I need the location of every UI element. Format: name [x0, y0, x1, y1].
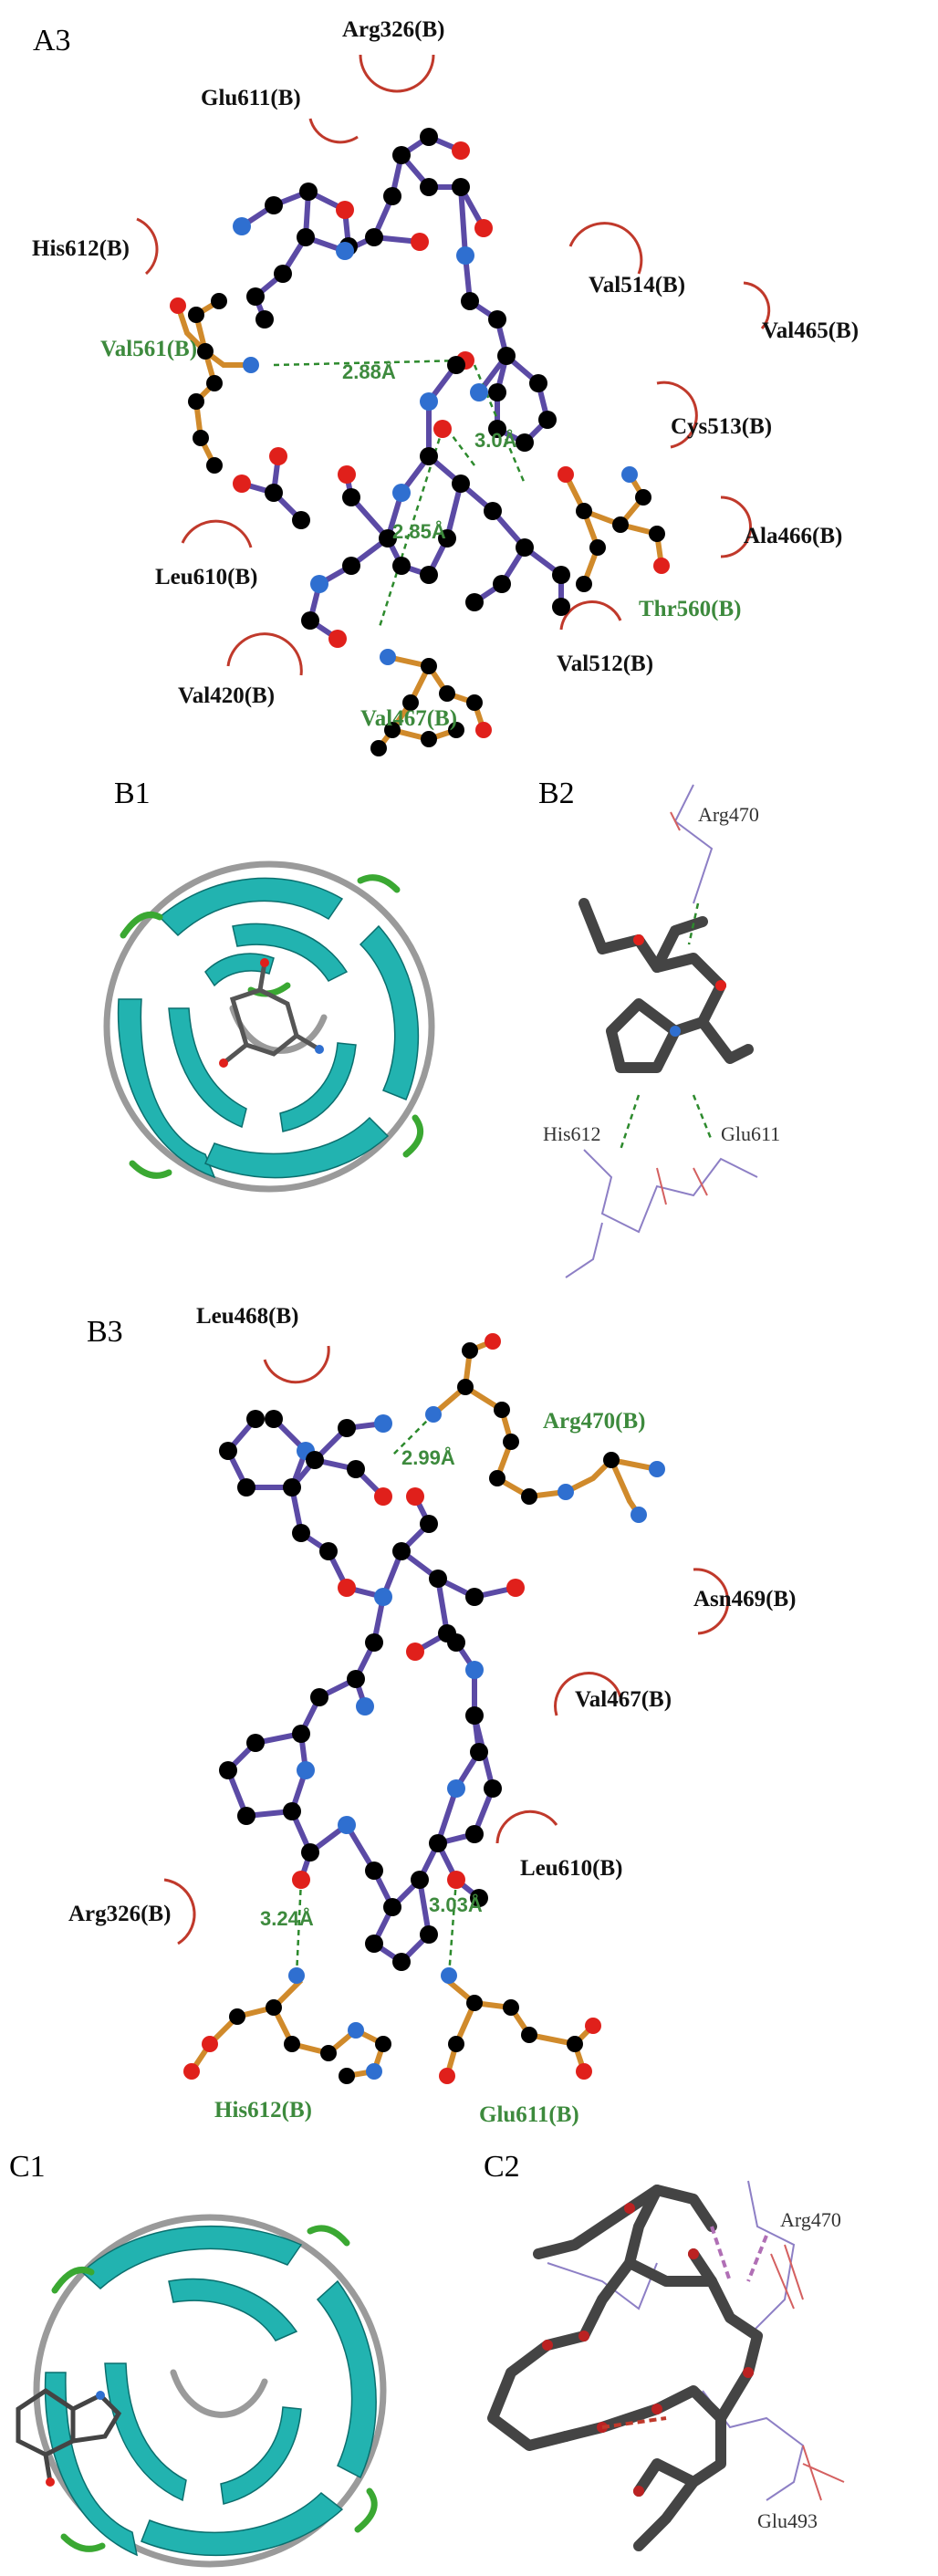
panel-label-c2: C2: [484, 2150, 520, 2184]
c2-hbonds: [601, 2226, 768, 2429]
panel-label-b1: B1: [114, 777, 151, 810]
panel-c1: C1: [9, 2150, 387, 2568]
a3-res-glu611: Glu611(B): [201, 86, 301, 110]
b2-ligand-sticks: [578, 898, 754, 1073]
b1-protein-ribbon: [103, 860, 435, 1193]
a3-res-thr560: Thr560(B): [639, 597, 742, 621]
b2-residue-lines: [565, 784, 758, 1278]
a3-res-val561: Val561(B): [100, 337, 197, 361]
a3-atom-n5: [233, 217, 251, 235]
b3-res-asn469: Asn469(B): [693, 1587, 797, 1611]
a3-res-val420: Val420(B): [178, 683, 275, 708]
b2-label-glu611: Glu611: [721, 1122, 780, 1145]
b2-hbonds: [619, 902, 714, 1151]
panel-label-b2: B2: [538, 777, 575, 810]
b3-res-val467: Val467(B): [575, 1687, 672, 1712]
b3-dist-3-24: 3.24Å: [260, 1906, 314, 1930]
a3-res-ala466: Ala466(B): [744, 524, 842, 548]
panel-b2: B2 Arg470 His612 Glu611: [538, 777, 780, 1278]
panel-b1: B1: [103, 777, 435, 1193]
a3-res-val467: Val467(B): [360, 706, 457, 731]
panel-c2: C2 Arg470 Glu493: [484, 2150, 845, 2551]
a3-dist-2-85: 2.85Å: [392, 519, 446, 543]
c2-atoms: [542, 2203, 754, 2497]
a3-res-val465: Val465(B): [762, 318, 859, 343]
panel-label-b3: B3: [87, 1315, 123, 1349]
a3-res-his612: His612(B): [32, 236, 130, 261]
a3-res-cys513: Cys513(B): [671, 414, 772, 439]
b3-dist-2-99: 2.99Å: [401, 1445, 455, 1469]
c2-label-glu493: Glu493: [757, 2509, 818, 2532]
a3-dist-2-88: 2.88Å: [342, 360, 396, 383]
a3-atoms: [170, 128, 670, 756]
c1-ligand-sticks: [16, 2387, 122, 2487]
a3-res-arg326: Arg326(B): [342, 17, 444, 42]
b3-ligand-bonds: [224, 1416, 516, 1966]
panel-a3: A3: [32, 17, 859, 756]
b3-res-glu611: Glu611(B): [479, 2102, 579, 2127]
panel-b3: B3: [68, 1304, 797, 2127]
b3-hydrophobic-arcs: [163, 1345, 730, 1945]
a3-res-val512: Val512(B): [557, 652, 653, 676]
b1-ligand-sticks: [219, 958, 324, 1068]
a3-res-leu610: Leu610(B): [155, 565, 258, 589]
b3-atoms: [183, 1333, 665, 2084]
b3-res-his612: His612(B): [214, 2098, 312, 2122]
b3-res-arg470: Arg470(B): [543, 1409, 645, 1434]
panel-label-c1: C1: [9, 2150, 46, 2184]
b2-label-his612: His612: [543, 1122, 601, 1145]
b3-res-leu610: Leu610(B): [520, 1856, 623, 1881]
panel-label-a3: A3: [33, 24, 71, 57]
a3-dist-3-0: 3.0Å: [474, 428, 517, 452]
b3-res-leu468: Leu468(B): [196, 1304, 299, 1329]
a3-hydrophobic-arcs: [136, 54, 771, 676]
b3-dist-3-03: 3.03Å: [429, 1893, 483, 1916]
b2-label-arg470: Arg470: [698, 803, 759, 826]
c2-label-arg470: Arg470: [780, 2208, 841, 2231]
c1-protein-ribbon: [16, 2214, 387, 2568]
a3-res-val514: Val514(B): [589, 273, 685, 297]
b3-res-arg326: Arg326(B): [68, 1902, 171, 1926]
